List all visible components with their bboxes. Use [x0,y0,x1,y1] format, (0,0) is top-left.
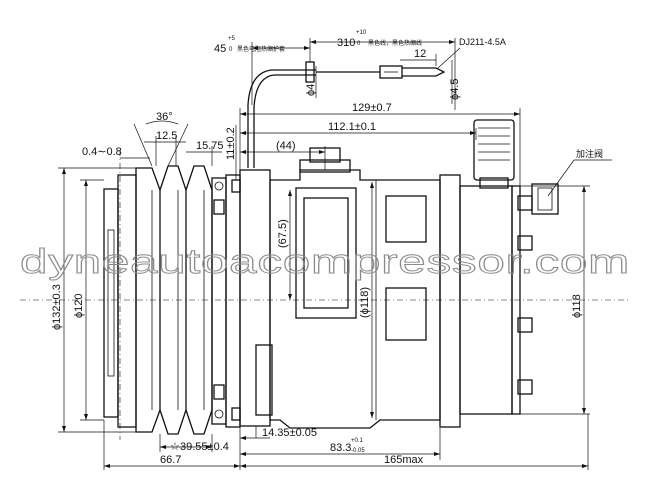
dim-129: 129±0.7 [352,102,392,114]
dim-36-deg: 36° [156,111,173,123]
dim-66-7: 66.7 [160,454,181,466]
dim-165: 165max [384,454,424,466]
dim-phi118: ϕ118 [571,294,583,318]
wire-label-1: 黑色电阻热缩护套 [237,45,285,53]
dim-310: 310 [337,37,355,49]
dimension-labels: 45 +5 0 黑色电阻热缩护套 310 +10 0 黑色线，黑色热缩线 12 … [51,30,603,466]
dim-45-tol-low: 0 [229,47,233,53]
dim-83-3: 83.3 [330,442,351,454]
dim-phi4: ϕ4 [305,84,317,96]
dim-12: 12 [414,48,426,60]
electrical-connector [473,119,515,189]
dim-phi118-inner: (ϕ118) [359,287,371,318]
compressor-body [269,147,559,429]
dim-45: 45 [214,43,226,55]
dim-phi132: ϕ132±0.3 [51,284,63,330]
front-flange [225,169,273,428]
dim-112: 112.1±0.1 [328,121,376,133]
dim-310-tol-low: 0 [357,41,361,47]
dim-39-55-star: ☆ [170,441,180,453]
dim-45-tol: +5 [228,36,236,42]
dim-39-55: 39.55±0.4 [180,441,229,453]
port-note: 加注阀 [576,148,603,159]
dim-phi4-5: ϕ4.5 [449,79,461,100]
wire-lead [247,61,446,168]
dimension-lines [58,38,612,470]
dim-12-5: 12.5 [156,130,177,142]
watermark: dyneautoacompressor.com [20,243,630,281]
dim-83-3-tol: +0.1 [351,438,364,444]
dim-15-75: 15.75 [196,140,224,152]
dim-0-4-0-8: 0.4∼0.8 [82,146,122,158]
part-code: DJ211-4.5A [459,37,506,47]
dim-11: 11±0.2 [225,127,237,160]
center-lines [20,150,630,440]
dim-14-35: 14.35±0.05 [262,427,317,439]
wire-label-2: 黑色线，黑色热缩线 [368,39,422,47]
dim-44: (44) [276,140,296,152]
dim-83-3-tol-low: -0.05 [351,448,365,454]
dim-310-tol: +10 [356,30,367,36]
dim-phi120: ϕ120 [73,293,85,318]
dim-67-5: (67.5) [277,219,289,248]
arrowheads [62,40,588,468]
